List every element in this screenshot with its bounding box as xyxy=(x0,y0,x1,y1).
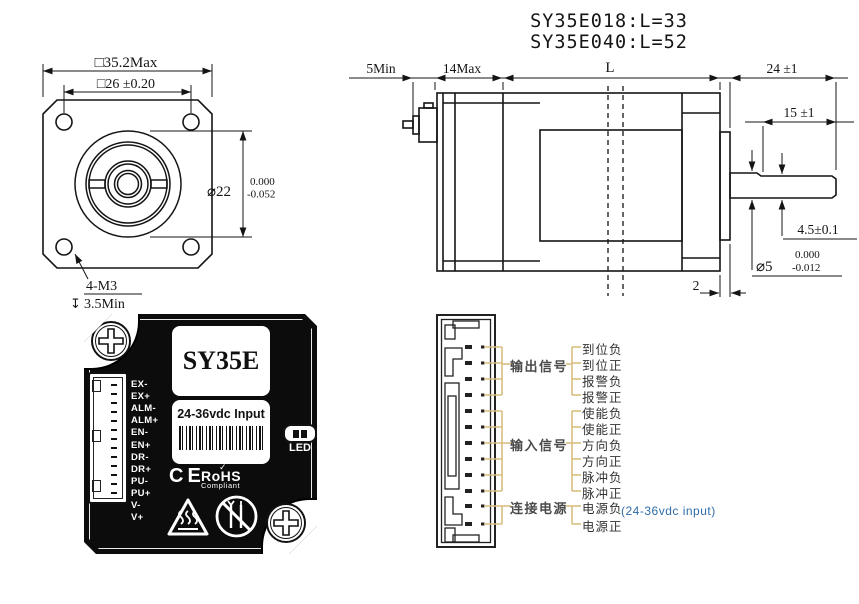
signal-label: 到位负 xyxy=(582,343,623,357)
no-tools-prohibition-icon xyxy=(215,495,258,538)
led-label: LED xyxy=(289,442,311,454)
connector-pin xyxy=(111,474,117,476)
power-rating-label: 24-36vdc Input xyxy=(172,400,270,464)
connector-inner-outline xyxy=(93,377,123,499)
model-label: SY35E xyxy=(172,326,270,396)
connector-pin xyxy=(111,483,117,485)
hot-surface-warning-icon xyxy=(167,498,209,536)
signal-label: 报警负 xyxy=(582,375,623,389)
dim-shaft-extension: 24 ±1 xyxy=(766,61,797,76)
connector-pin xyxy=(111,447,117,449)
signal-connector xyxy=(88,372,128,504)
pin-label: PU+ xyxy=(131,488,151,499)
phillips-screw-icon xyxy=(266,503,306,543)
pilot-and-shaft-circles xyxy=(74,130,182,238)
connector-pins xyxy=(465,345,485,526)
wiring-lines xyxy=(484,346,581,525)
pin-label: EX- xyxy=(131,379,148,390)
note-mount-holes: 4-M3 xyxy=(86,279,117,294)
connector-pin xyxy=(111,438,117,440)
pin-label: ALM+ xyxy=(131,415,159,426)
dim-pilot-tol-upper: 0.000 xyxy=(250,176,275,188)
signal-label: 报警正 xyxy=(582,391,623,405)
model-text: SY35E xyxy=(182,346,260,375)
connector-outline xyxy=(436,314,496,548)
title-line1: SY35E018:L=33 xyxy=(530,11,688,32)
motor-body-outline xyxy=(402,92,837,272)
rohs-text: RoHS xyxy=(201,468,242,484)
break-lines xyxy=(607,86,624,296)
pin-label: EX+ xyxy=(131,391,151,402)
signal-label: 电源负 xyxy=(582,502,623,516)
pin-label: EN+ xyxy=(131,440,151,451)
pin-label: DR+ xyxy=(131,464,152,475)
dim-shaft-tol-upper: 0.000 xyxy=(795,249,820,261)
connector-pin xyxy=(111,411,117,413)
title-line2: SY35E040:L=52 xyxy=(530,32,688,53)
connector-pin xyxy=(111,456,117,458)
rohs-logo: ✓ RoHS Compliant xyxy=(201,462,242,491)
connector-pinout-diagram xyxy=(436,314,581,548)
signal-label: 方向正 xyxy=(582,455,623,469)
group-label-power: 连接电源 xyxy=(510,501,569,516)
dim-driver-length: 14Max xyxy=(443,61,481,76)
signal-label: 脉冲负 xyxy=(582,471,623,485)
driver-board-photo: EX- EX+ ALM- ALM+ EN- EN+ DR- DR+ PU- PU… xyxy=(84,314,317,554)
flange-outline xyxy=(42,99,213,269)
connector-notch xyxy=(92,430,101,442)
led-indicator xyxy=(283,424,317,443)
front-dimension-text: □35.2Max □26 ±0.20 ⌀22 0.000 -0.052 4-M3… xyxy=(70,55,275,312)
dim-pilot-tol-lower: -0.052 xyxy=(247,189,275,201)
connector-pin xyxy=(111,402,117,404)
front-dimension-lines xyxy=(42,64,252,295)
dim-shaft-tol-lower: -0.012 xyxy=(792,262,820,274)
connector-pin xyxy=(111,420,117,422)
group-label-input: 输入信号 xyxy=(510,438,569,453)
pin-label: DR- xyxy=(131,452,149,463)
title-block: SY35E018:L=33 SY35E040:L=52 xyxy=(530,11,688,53)
side-dimension-lines xyxy=(349,74,857,297)
rohs-compliant-text: Compliant xyxy=(201,481,241,490)
pin-label: PU- xyxy=(131,476,149,487)
dim-body-length: L xyxy=(605,60,614,76)
dim-boss-length: 2 xyxy=(693,278,700,293)
dim-flat-height: 4.5±0.1 xyxy=(797,222,838,237)
power-rating-text: 24-36vdc Input xyxy=(177,407,265,421)
note-depth: 3.5Min xyxy=(84,297,125,312)
connector-pin xyxy=(111,393,117,395)
front-view-drawing: □35.2Max □26 ±0.20 ⌀22 0.000 -0.052 4-M3… xyxy=(42,55,275,312)
dim-outer-square: □35.2Max xyxy=(95,55,158,71)
rohs-check-icon: ✓ xyxy=(219,462,227,472)
connector-notch xyxy=(92,380,101,392)
connector-pin xyxy=(111,492,117,494)
side-view-drawing: SY35E018:L=33 SY35E040:L=52 xyxy=(349,11,857,297)
dim-flat-length: 15 ±1 xyxy=(783,105,814,120)
signal-label: 使能正 xyxy=(582,423,623,437)
ce-mark: CE xyxy=(169,465,205,487)
signal-label: 到位正 xyxy=(582,359,623,373)
signal-label: 方向负 xyxy=(582,439,623,453)
barcode xyxy=(179,426,263,450)
pin-label: V+ xyxy=(131,512,144,523)
pin-label: ALM- xyxy=(131,403,156,414)
side-dimension-text: 5Min 14Max L 24 ±1 15 ±1 4.5±0.1 ⌀5 0.00… xyxy=(366,60,838,293)
dim-pilot-dia: ⌀22 xyxy=(207,184,231,200)
pin-label: EN- xyxy=(131,427,149,438)
phillips-screw-icon xyxy=(91,321,131,361)
dim-shaft-dia: ⌀5 xyxy=(756,259,773,275)
connector-notch xyxy=(92,480,101,492)
dim-front-clearance: 5Min xyxy=(366,61,396,76)
pin-label: V- xyxy=(131,500,141,511)
connector-pin xyxy=(111,429,117,431)
signal-label: 电源正 xyxy=(582,520,623,534)
dim-hole-spacing: □26 ±0.20 xyxy=(97,77,155,92)
signal-label: 使能负 xyxy=(582,407,623,421)
power-input-note: (24-36vdc input) xyxy=(621,504,716,518)
connector-details xyxy=(440,318,492,544)
connector-pin xyxy=(111,465,117,467)
group-label-output: 输出信号 xyxy=(510,359,569,374)
signal-label: 脉冲正 xyxy=(582,487,623,501)
depth-symbol: ↧ xyxy=(70,296,81,311)
connector-pin xyxy=(111,384,117,386)
